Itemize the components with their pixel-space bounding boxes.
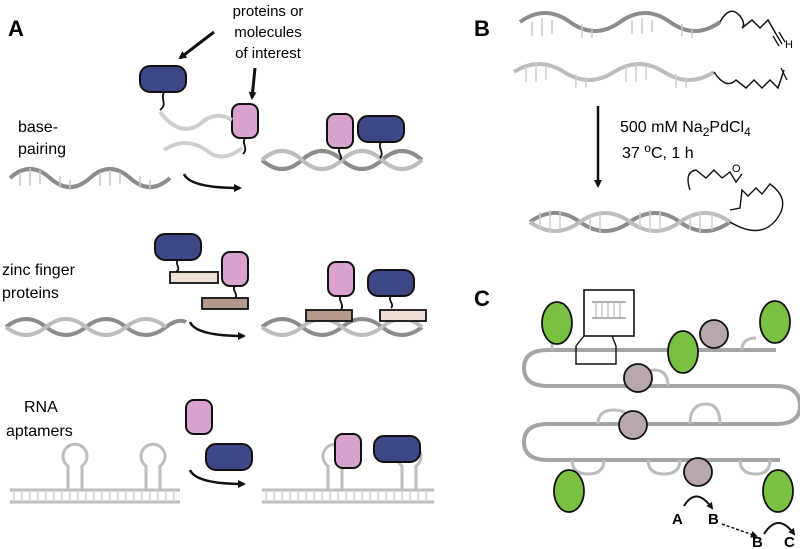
- dna-strand-alkyne-ticks: [531, 18, 693, 38]
- alkene-double-bond: [780, 67, 788, 81]
- product-linker-loop: [687, 169, 784, 232]
- alkyne-hydrogen: H: [785, 39, 793, 51]
- callout-text-line-2: molecules: [234, 24, 302, 41]
- panel-b-letter: B: [474, 16, 490, 41]
- cascade-arrow-1: [683, 495, 714, 510]
- row-label-base-pairing-2: pairing: [18, 141, 66, 158]
- cascade-label-c: C: [784, 534, 795, 549]
- protein-dark-row1-left: [139, 65, 187, 111]
- protein-dark-row2-left: [154, 233, 202, 273]
- protein-dark-row1-right: [357, 115, 405, 159]
- enzyme-grey-1: [699, 319, 729, 349]
- enzyme-green-1: [541, 301, 573, 345]
- dna-strand-alkyne: [518, 11, 722, 33]
- panel-a-letter: A: [8, 16, 24, 41]
- linker-alkene: [713, 69, 785, 90]
- arrow-row2: [188, 321, 246, 340]
- zinc-finger-light-right: [379, 309, 427, 322]
- ssdna-lower: [162, 141, 244, 159]
- dna-strand-alkene: [512, 62, 716, 82]
- product-dna-ticks: [539, 210, 713, 232]
- product-dna-b: [528, 211, 732, 233]
- enzyme-green-4: [553, 469, 585, 513]
- protein-pink-row2-right: [327, 261, 355, 311]
- panel-b: B H 500 mM Na2PdCl4 37 oC, 1 h O: [474, 10, 793, 233]
- protein-dark-row3-right: [373, 435, 421, 463]
- rna-strand-left: [10, 442, 180, 504]
- protein-pink-row1-left: [231, 103, 259, 155]
- ketone-oxygen: O: [732, 163, 741, 175]
- cascade-label-b2: B: [752, 534, 763, 549]
- row-label-rna-aptamers-2: aptamers: [6, 423, 73, 440]
- alkyne-triple-bond: [772, 31, 786, 47]
- ssdna-upper: [158, 110, 234, 131]
- row-label-rna-aptamers-1: RNA: [24, 399, 58, 416]
- cascade-label-a: A: [672, 511, 683, 528]
- cascade-label-b1: B: [708, 511, 719, 528]
- protein-pink-row3-right: [334, 433, 362, 469]
- arrow-row1: [182, 173, 242, 192]
- enzyme-grey-3: [618, 410, 648, 440]
- reaction-conditions-2: 37 oC, 1 h: [622, 141, 694, 162]
- row-label-zinc-finger-1: zinc finger: [2, 262, 76, 279]
- enzyme-green-3: [667, 330, 699, 374]
- dsdna-row1-right-b: [260, 149, 424, 171]
- enzyme-green-2: [759, 300, 791, 344]
- enzyme-grey-2: [623, 363, 653, 393]
- callout-arrow-left: [178, 30, 215, 60]
- zinc-finger-dark-left: [201, 297, 249, 310]
- protein-pink-row2-left: [221, 251, 249, 299]
- panel-c: C A B B C: [474, 286, 800, 549]
- cascade-arrow-2: [763, 522, 796, 536]
- enzyme-green-5: [762, 469, 794, 513]
- cascade-transfer-arrow: [721, 523, 758, 538]
- protein-pink-row1-right: [326, 113, 354, 161]
- origami-scaffold: [521, 348, 800, 462]
- origami-inset-zoom: [575, 289, 635, 365]
- enzyme-grey-4: [683, 457, 713, 487]
- arrow-row3: [188, 469, 246, 488]
- origami-staples: [550, 336, 772, 476]
- dsdna-row2-left-b: [4, 317, 168, 337]
- callout-text-line-3: of interest: [235, 45, 302, 62]
- panel-a: A proteins or molecules of interest base…: [2, 3, 434, 504]
- protein-dark-row2-right: [367, 269, 415, 309]
- linker-alkyne: [719, 10, 777, 35]
- dsdna-row1-left-ticks: [19, 168, 151, 190]
- zinc-finger-light-left: [169, 271, 219, 284]
- reaction-conditions-1: 500 mM Na2PdCl4: [620, 119, 751, 139]
- callout-arrow-right: [248, 67, 257, 100]
- dna-strand-alkene-ticks: [525, 62, 687, 88]
- row-label-base-pairing-1: base-: [18, 119, 58, 136]
- zinc-finger-dark-right: [305, 309, 353, 322]
- protein-pink-row3-left: [185, 399, 213, 435]
- row-label-zinc-finger-2: proteins: [2, 285, 59, 302]
- panel-c-letter: C: [474, 286, 490, 311]
- callout-text-line-1: proteins or: [233, 3, 304, 20]
- dsdna-row1-left: [8, 167, 172, 189]
- protein-dark-row3-left: [205, 443, 253, 471]
- dsdna-row2-left-a: [4, 317, 187, 337]
